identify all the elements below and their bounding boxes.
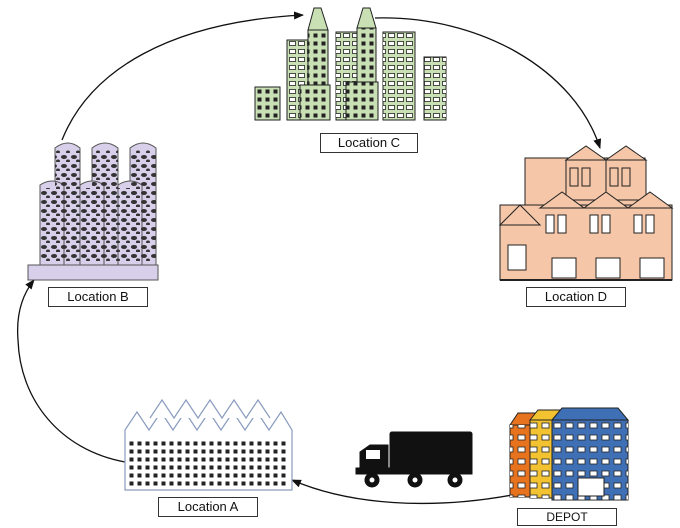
- depot-label: DEPOT: [517, 508, 617, 526]
- arrow-a-to-b: [16, 279, 126, 463]
- location-c-label: Location C: [320, 133, 418, 153]
- location-a-label: Location A: [158, 497, 258, 517]
- truck-icon: [355, 431, 473, 488]
- depot-building-icon: [509, 407, 630, 501]
- location-b-label: Location B: [48, 287, 148, 307]
- location-c-buildings-icon: [254, 7, 447, 121]
- location-d-label: Location D: [526, 287, 626, 307]
- location-d-houses-icon: [498, 145, 674, 281]
- route-arrows: [16, 11, 602, 505]
- arrow-c-to-d: [374, 17, 602, 149]
- arrow-depot-to-a: [291, 479, 513, 505]
- location-b-towers-icon: [27, 142, 159, 281]
- location-a-houses-icon: [124, 398, 293, 491]
- arrow-b-to-c: [61, 11, 304, 141]
